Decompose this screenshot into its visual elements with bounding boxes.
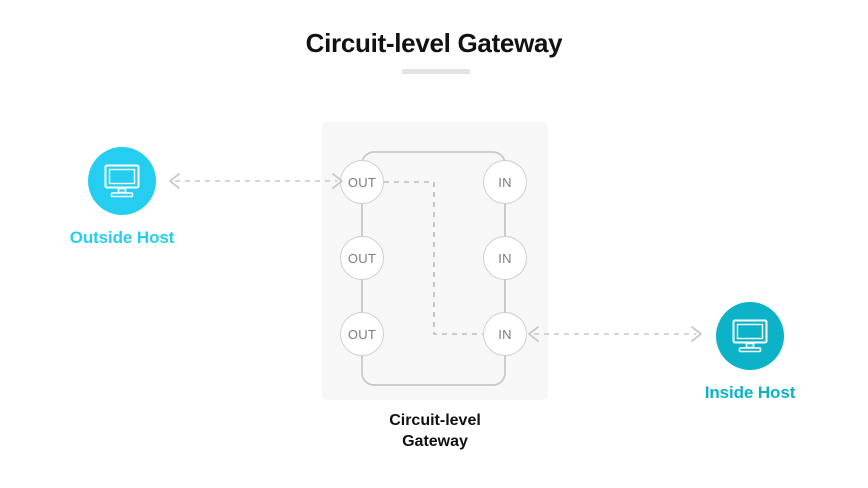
gateway-caption: Circuit-level Gateway — [335, 410, 535, 452]
port-label: IN — [498, 326, 512, 342]
gateway-port-in-1[interactable]: IN — [483, 160, 527, 204]
gateway-port-out-3[interactable]: OUT — [340, 312, 384, 356]
gateway-port-out-2[interactable]: OUT — [340, 236, 384, 280]
inside-host-node[interactable] — [716, 302, 784, 370]
monitor-icon — [732, 319, 768, 353]
gateway-caption-line-2: Gateway — [402, 433, 468, 450]
gateway-caption-line-1: Circuit-level — [389, 412, 481, 429]
gateway-port-in-2[interactable]: IN — [483, 236, 527, 280]
inside-host-label: Inside Host — [704, 383, 796, 402]
arrowhead-left-icon — [169, 173, 180, 189]
connector-gateway-to-inside-host — [528, 326, 702, 342]
arrowhead-left-icon — [528, 326, 539, 342]
outside-host-node[interactable] — [88, 147, 156, 215]
gateway-port-out-1[interactable]: OUT — [340, 160, 384, 204]
gateway-port-in-3[interactable]: IN — [483, 312, 527, 356]
internal-circuit-dashed-path — [384, 181, 483, 335]
outside-host-label: Outside Host — [69, 228, 175, 247]
port-label: OUT — [347, 174, 377, 190]
port-label: IN — [498, 250, 512, 266]
monitor-icon — [104, 164, 140, 198]
port-label: IN — [498, 174, 512, 190]
page-title: Circuit-level Gateway — [305, 28, 563, 58]
connector-outside-host-to-gateway — [169, 173, 343, 189]
port-label: OUT — [347, 250, 377, 266]
arrowhead-right-icon — [691, 326, 702, 342]
port-label: OUT — [347, 326, 377, 342]
title-underline-rule — [402, 69, 470, 74]
arrowhead-right-icon — [332, 173, 343, 189]
